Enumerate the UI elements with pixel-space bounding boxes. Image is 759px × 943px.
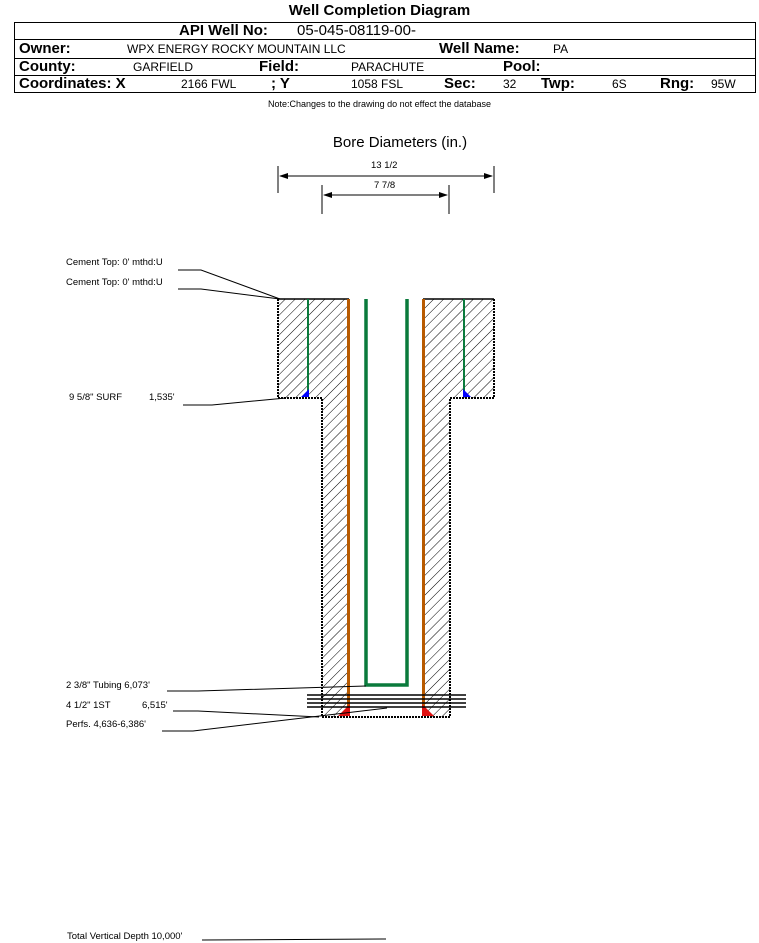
leader-lines (162, 269, 388, 941)
well-name-label: Well Name: (439, 40, 520, 57)
coord-x-value: 2166 FWL (181, 77, 237, 91)
well-name-value: PA (553, 42, 569, 56)
owner-value: WPX ENERGY ROCKY MOUNTAIN LLC (127, 42, 346, 56)
coordinates-row: Coordinates: X 2166 FWL ; Y 1058 FSL Sec… (15, 75, 755, 93)
county-label: County: (19, 58, 76, 75)
inner-diameter-label: 7 7/8 (374, 180, 396, 191)
twp-label: Twp: (541, 75, 575, 92)
tubing-leader (167, 685, 367, 692)
owner-row: Owner: WPX ENERGY ROCKY MOUNTAIN LLC Wel… (15, 40, 755, 59)
surface-casing-shoe-left (301, 389, 309, 397)
rng-label: Rng: (660, 75, 695, 92)
database-note: Note:Changes to the drawing do not effec… (268, 99, 491, 109)
coord-x-label: Coordinates: X (19, 75, 126, 92)
surface-casing-leader (183, 397, 287, 406)
county-value: GARFIELD (133, 60, 194, 74)
perforations (307, 694, 466, 708)
total-depth-label: Total Vertical Depth 10,000' (67, 931, 183, 942)
api-row: API Well No: 05-045-08119-00- (15, 22, 755, 40)
cement-annulus-right (423, 299, 494, 717)
perforations-leader (162, 707, 388, 732)
cement-top-label-1: Cement Top: 0' mthd:U (66, 257, 163, 268)
bore-diameters-title: Bore Diameters (in.) (332, 134, 468, 151)
inner-diameter-dimension (321, 185, 450, 214)
production-casing-leader (173, 710, 320, 718)
sec-label: Sec: (444, 75, 476, 92)
perforations-label: Perfs. 4,636-6,386' (66, 719, 146, 730)
sec-value: 32 (503, 77, 517, 91)
county-row: County: GARFIELD Field: PARACHUTE Pool: (15, 58, 755, 76)
cement-top-leader-2 (178, 288, 281, 300)
owner-label: Owner: (19, 40, 71, 57)
coord-y-label: ; Y (271, 75, 290, 92)
pool-label: Pool: (503, 58, 541, 75)
production-casing-depth-label: 6,515' (142, 700, 168, 711)
tubing (364, 299, 409, 687)
cement-annulus-left (278, 299, 349, 717)
production-casing-size-label: 4 1/2" 1ST (66, 700, 111, 711)
total-depth-leader (201, 938, 387, 941)
surface-casing-shoe-right (463, 389, 471, 397)
diagram-title: Well Completion Diagram (288, 2, 471, 19)
api-label: API Well No: (179, 22, 268, 39)
api-value: 05-045-08119-00- (297, 22, 416, 39)
tubing-label: 2 3/8" Tubing 6,073' (66, 680, 150, 691)
outer-diameter-dimension (277, 166, 495, 193)
surface-casing-depth-label: 1,535' (149, 392, 175, 403)
field-label: Field: (259, 58, 299, 75)
surface-casing-size-label: 9 5/8" SURF (69, 392, 123, 403)
outer-diameter-label: 13 1/2 (371, 160, 398, 171)
cement-top-leader-1 (178, 269, 281, 300)
rng-value: 95W (711, 77, 736, 91)
coord-y-value: 1058 FSL (351, 77, 404, 91)
cement-top-label-2: Cement Top: 0' mthd:U (66, 277, 163, 288)
twp-value: 6S (612, 77, 627, 91)
well-header-table: API Well No: 05-045-08119-00- Owner: WPX… (14, 22, 756, 93)
field-value: PARACHUTE (351, 60, 425, 74)
